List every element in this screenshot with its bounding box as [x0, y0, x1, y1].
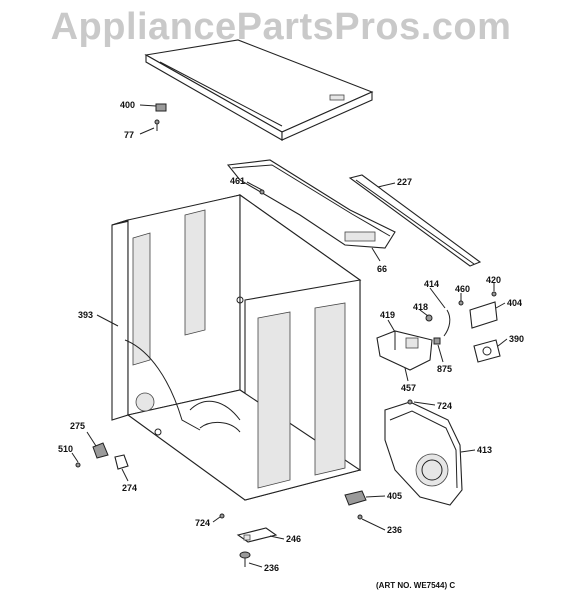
label-461: 461: [230, 176, 245, 186]
screw-part: [154, 119, 160, 131]
label-77: 77: [124, 130, 134, 140]
bracket-274: [114, 454, 129, 470]
label-510: 510: [58, 444, 73, 454]
gasket: [473, 339, 501, 363]
leveling-leg: [239, 551, 251, 567]
small-connectors: [425, 314, 441, 345]
label-420: 420: [486, 275, 501, 285]
clip-part: [155, 103, 167, 112]
toe-kick: [236, 527, 278, 543]
watermark-text: AppliancePartsPros.com: [50, 6, 512, 48]
front-panel-413: [384, 399, 463, 506]
label-236-bottom: 236: [264, 563, 279, 573]
switch-275: [92, 442, 109, 459]
label-457: 457: [401, 383, 416, 393]
cabinet: [111, 193, 362, 501]
label-275: 275: [70, 421, 85, 431]
wire-clip: [443, 300, 464, 337]
label-246: 246: [286, 534, 301, 544]
label-413: 413: [477, 445, 492, 455]
label-414: 414: [424, 279, 439, 289]
screw-724-bottom: [219, 513, 225, 519]
label-227: 227: [397, 177, 412, 187]
label-274: 274: [122, 483, 137, 493]
label-393: 393: [78, 310, 93, 320]
top-bracket: [226, 159, 396, 249]
label-390: 390: [509, 334, 524, 344]
plug-405: [344, 490, 367, 506]
label-236-right: 236: [387, 525, 402, 535]
label-460: 460: [455, 284, 470, 294]
front-rail: [348, 174, 482, 267]
label-724-bottom: 724: [195, 518, 210, 528]
harness-bracket: [376, 330, 433, 371]
leader-lines: [71, 104, 508, 568]
label-418: 418: [413, 302, 428, 312]
label-405: 405: [387, 491, 402, 501]
screw-236-right: [357, 514, 363, 520]
label-724-right: 724: [437, 401, 452, 411]
top-panel: [144, 39, 374, 141]
screw-510: [75, 462, 81, 468]
label-66: 66: [377, 264, 387, 274]
label-400: 400: [120, 100, 135, 110]
label-875: 875: [437, 364, 452, 374]
label-419: 419: [380, 310, 395, 320]
art-number: (ART NO. WE7544) C: [376, 581, 455, 590]
label-404: 404: [507, 298, 522, 308]
cover-plate: [469, 291, 498, 329]
